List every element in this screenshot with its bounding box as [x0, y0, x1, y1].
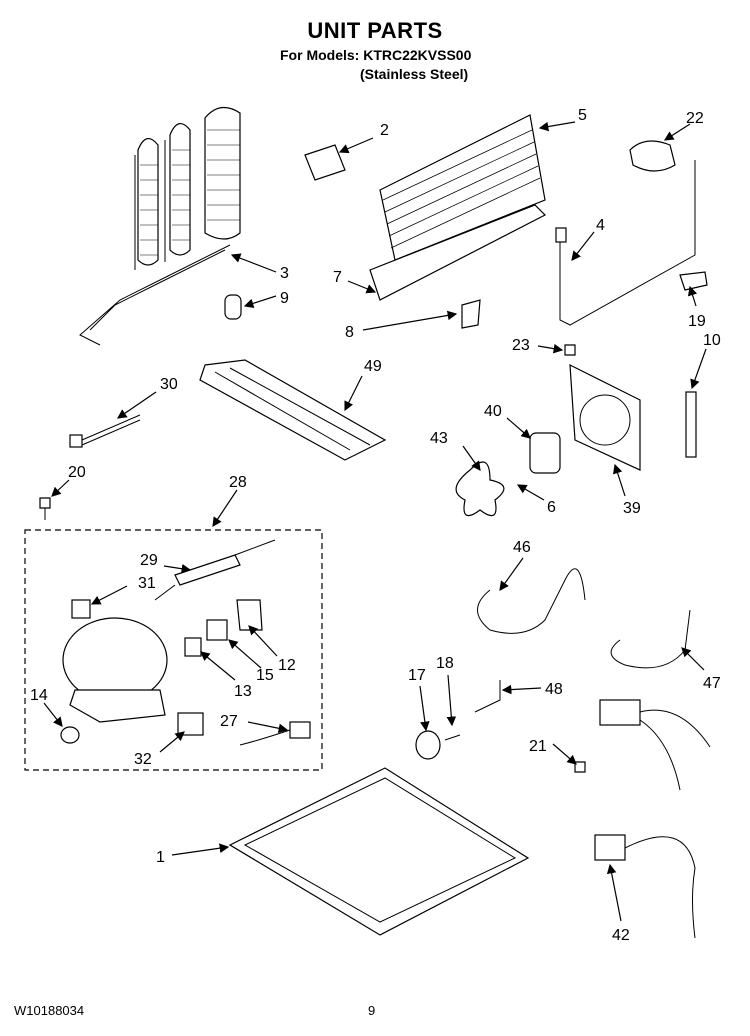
callout-5: 5: [578, 107, 587, 124]
callout-23: 23: [512, 337, 530, 354]
bracket-12-part: [236, 599, 263, 631]
fan-shroud-part: [569, 363, 641, 471]
strip-part: [685, 391, 697, 458]
screw-23-part: [564, 344, 576, 356]
tray-part: [199, 359, 387, 461]
page-number: 9: [368, 1003, 376, 1018]
callout-13: 13: [234, 683, 252, 700]
compressor-part: [60, 617, 168, 744]
axle-part: [444, 734, 461, 741]
tube-47-part: [610, 609, 691, 669]
models-line: For Models: KTRC22KVSS00: [280, 47, 472, 63]
base-pan-part: [228, 767, 530, 936]
callout-31: 31: [138, 575, 156, 592]
fan-blade-part: [455, 461, 505, 517]
thermistor-wire-part: [559, 160, 696, 326]
compressor-group-box: [24, 529, 323, 771]
callout-3: 3: [280, 265, 289, 282]
callout-2: 2: [380, 122, 389, 139]
overload-part: [184, 637, 202, 657]
callout-12: 12: [278, 657, 296, 674]
callout-39: 39: [623, 500, 641, 517]
callout-47: 47: [703, 675, 721, 692]
callout-labels: 2 3 9 7 8 5 4 22 19 10 23 49 30 40 43 6 …: [30, 107, 721, 944]
cover-part: [206, 619, 228, 641]
bracket-part: [679, 271, 708, 291]
callout-46: 46: [513, 539, 531, 556]
connector-part: [555, 227, 567, 243]
condenser-coil-part: [79, 107, 241, 346]
callout-17: 17: [408, 667, 426, 684]
callout-8: 8: [345, 324, 354, 341]
tray-part-7: [369, 204, 547, 301]
screw-part: [39, 497, 51, 509]
callout-28: 28: [229, 474, 247, 491]
callout-27: 27: [220, 713, 238, 730]
relay-part: [71, 599, 91, 619]
callout-49: 49: [364, 358, 382, 375]
harness-27-part: [289, 721, 311, 739]
callout-1: 1: [156, 849, 165, 866]
callout-10: 10: [703, 332, 721, 349]
capillary-part: [174, 554, 241, 586]
callout-15: 15: [256, 667, 274, 684]
callout-20: 20: [68, 464, 86, 481]
roller-part: [415, 730, 441, 760]
cap-part: [629, 140, 676, 172]
callout-21: 21: [529, 738, 547, 755]
callout-22: 22: [686, 110, 704, 127]
fan-motor-part: [529, 432, 561, 474]
callout-40: 40: [484, 403, 502, 420]
callout-18: 18: [436, 655, 454, 672]
callout-43: 43: [430, 430, 448, 447]
pad-part: [304, 144, 346, 181]
callout-48: 48: [545, 681, 563, 698]
wiring-harness-part: [594, 699, 711, 939]
callout-19: 19: [688, 313, 706, 330]
callout-9: 9: [280, 290, 289, 307]
clip-part: [461, 299, 481, 329]
callout-6: 6: [547, 499, 556, 516]
callout-4: 4: [596, 217, 605, 234]
doc-number: W10188034: [14, 1003, 85, 1018]
capacitor-part: [177, 712, 204, 736]
callout-42: 42: [612, 927, 630, 944]
callout-30: 30: [160, 376, 178, 393]
screw-21-part: [574, 761, 586, 773]
callout-29: 29: [140, 552, 158, 569]
page-title: UNIT PARTS: [307, 18, 443, 43]
heater-part: [69, 434, 83, 448]
plug-part: [224, 294, 242, 320]
callout-7: 7: [333, 269, 342, 286]
finish-line: (Stainless Steel): [360, 66, 469, 82]
evaporator-part: [369, 114, 547, 301]
rod-part: [474, 680, 501, 713]
drain-hose-part: [477, 568, 586, 634]
callout-32: 32: [134, 751, 152, 768]
callout-14: 14: [30, 687, 48, 704]
